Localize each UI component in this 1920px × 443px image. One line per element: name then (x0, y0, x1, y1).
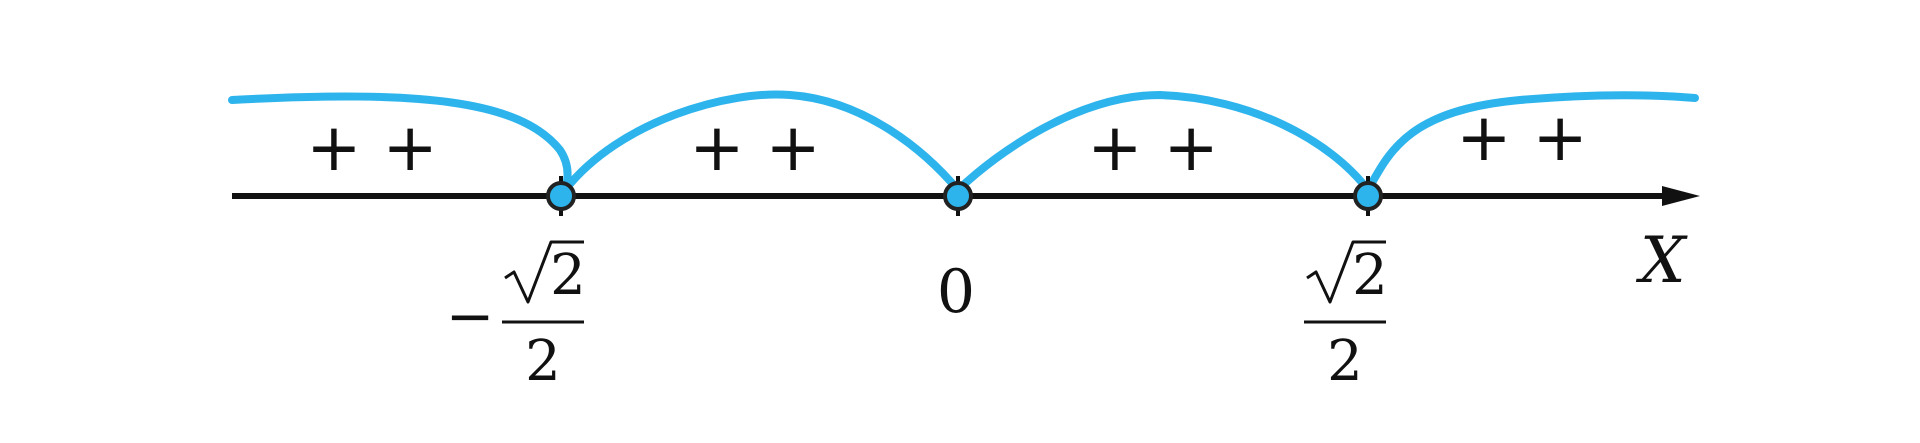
axis-label: X (1635, 224, 1688, 298)
label-radicand: 2 (1352, 243, 1388, 308)
label-radicand: 2 (550, 243, 586, 308)
radical-sign (504, 240, 584, 304)
point-label-sqrt2-over-2: 2 2 (1304, 240, 1388, 394)
critical-point-sqrt2-over-2 (1353, 181, 1383, 211)
interval-sign-2: + + (689, 109, 821, 186)
radical-sign (1306, 240, 1386, 304)
critical-point-neg-sqrt2-over-2 (546, 181, 576, 211)
interval-sign-1: + + (306, 109, 438, 186)
label-denominator: 2 (1327, 329, 1363, 394)
label-minus-sign: − (446, 282, 495, 350)
point-label-neg-sqrt2-over-2: − 2 2 (446, 240, 586, 394)
interval-sign-3: + + (1087, 109, 1219, 186)
label-denominator: 2 (525, 329, 561, 394)
point-label-zero: 0 (937, 257, 975, 327)
axis-arrow-head (1662, 186, 1700, 206)
critical-point-zero (943, 181, 973, 211)
interval-sign-4: + + (1456, 99, 1588, 176)
